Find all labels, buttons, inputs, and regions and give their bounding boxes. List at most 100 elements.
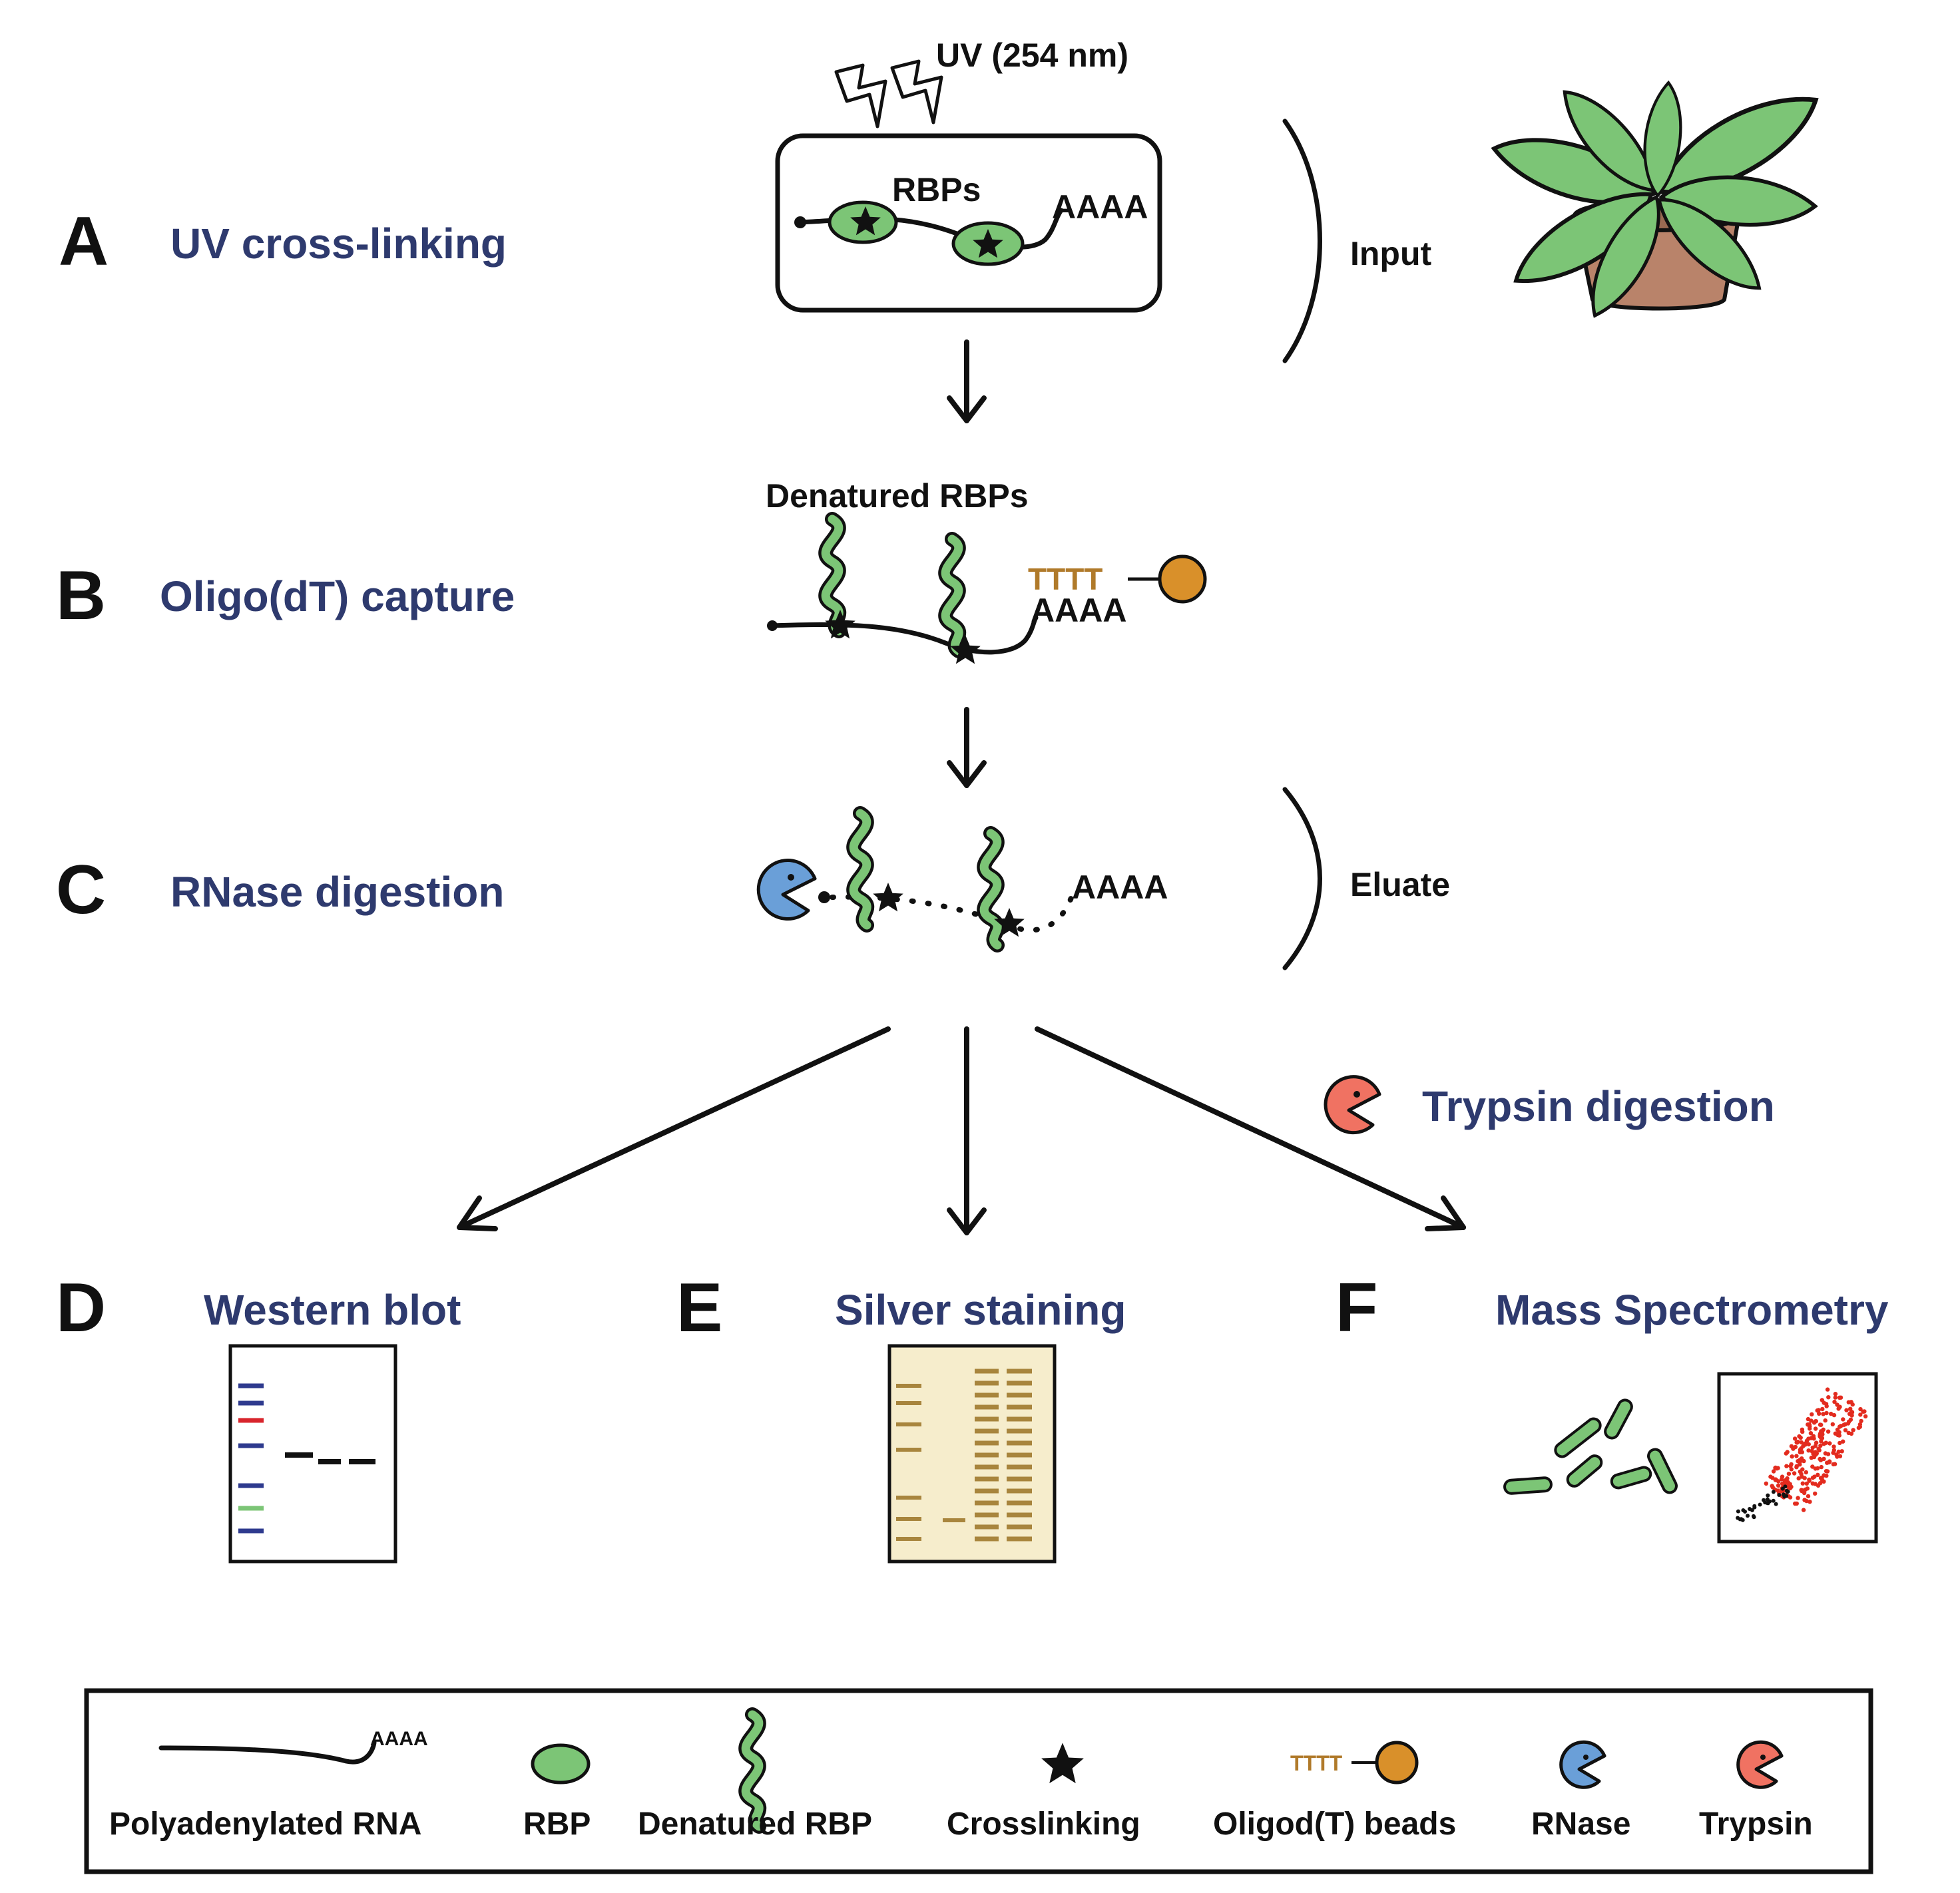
legend-rnase-eye [1583,1755,1589,1760]
flow-arrow [457,1026,891,1231]
ms-point-red [1848,1406,1853,1411]
legend-rnase-icon [1559,1740,1606,1789]
ms-point-red [1841,1422,1846,1427]
ms-point-red [1819,1422,1824,1427]
ms-point-red [1851,1428,1855,1432]
ms-point-black [1752,1504,1757,1508]
ms-point-red [1818,1458,1824,1462]
ms-point-red [1833,1392,1838,1396]
ms-point-red [1810,1412,1814,1417]
polya-tail-label: AAAA [1072,869,1168,906]
ms-point-red [1808,1500,1812,1504]
legend-label-trypsin: Trypsin [1699,1806,1813,1842]
ms-point-red [1795,1440,1800,1445]
ms-point-red [1770,1485,1775,1490]
ms-point-red [1816,1446,1821,1451]
ms-point-red [1794,1501,1799,1506]
ms-point-red [1836,1449,1841,1454]
cell-box [775,133,1162,313]
polyadenylated-rna-strand [770,615,1039,655]
ms-point-red [1805,1486,1810,1491]
ms-point-red [1822,1400,1826,1405]
ms-point-red [1813,1466,1818,1471]
ms-point-red [1816,1483,1821,1488]
ms-point-red [1827,1459,1832,1464]
flow-arrow [1035,1026,1466,1231]
ms-point-red [1786,1472,1792,1476]
ms-point-red [1850,1402,1855,1407]
denatured-rbps-label: Denatured RBPs [766,477,1029,515]
ms-point-red [1862,1409,1867,1414]
polya-tail-label: AAAA [1031,592,1126,629]
ms-point-red [1841,1417,1845,1422]
ms-point-black [1774,1502,1778,1506]
ms-point-red [1846,1400,1851,1404]
ms-point-black [1780,1486,1785,1491]
ms-point-red [1798,1469,1802,1474]
ms-point-red [1863,1414,1868,1419]
ms-point-red [1784,1478,1788,1482]
ms-point-red [1791,1446,1796,1451]
ms-point-red [1814,1419,1818,1424]
ms-point-red [1832,1448,1836,1452]
ms-point-red [1784,1464,1789,1468]
ms-point-red [1830,1422,1835,1426]
step-title-rnase-digestion: RNase digestion [170,868,504,916]
ms-point-black [1751,1514,1756,1518]
denatured-rbp-icon [984,833,997,945]
ms-point-red [1806,1416,1811,1422]
ms-point-red [1800,1429,1805,1434]
ms-point-red [1835,1454,1839,1459]
rnase-pacman-icon [756,859,817,921]
ms-point-red [1819,1464,1824,1470]
eluate-label: Eluate [1350,866,1450,903]
step-letter-e: E [676,1269,722,1347]
arabidopsis-plant-icon [1487,77,1831,324]
ms-point-red [1771,1469,1776,1474]
ms-point-red [1824,1410,1829,1416]
ms-point-red [1822,1479,1826,1484]
ms-point-red [1770,1476,1775,1480]
ms-point-red [1832,1399,1837,1404]
ms-point-red [1828,1441,1832,1446]
ms-point-red [1836,1406,1841,1411]
polya-tail-label: AAAA [1052,188,1148,226]
ms-point-red [1837,1430,1841,1435]
ms-point-red [1799,1446,1804,1451]
ms-point-red [1796,1459,1800,1464]
ms-point-red [1859,1418,1863,1424]
uv-lightning-icon [834,59,943,128]
ms-point-red [1841,1439,1845,1444]
ms-point-red [1858,1412,1863,1417]
ms-point-red [1806,1442,1811,1447]
ms-point-red [1802,1498,1807,1502]
ms-point-red [1833,1395,1838,1400]
ms-point-red [1856,1425,1861,1430]
ms-point-black [1765,1501,1770,1506]
ms-point-red [1832,1412,1837,1418]
step-title-uv-cross-linking: UV cross-linking [170,220,507,268]
ms-point-red [1813,1444,1818,1448]
legend-oligo-dt-bead-icon [1375,1741,1419,1785]
ms-point-red [1814,1452,1818,1457]
ms-scatter-plot [1717,1372,1878,1544]
ms-point-red [1764,1481,1768,1486]
peptide-fragments-icon [1503,1398,1678,1495]
ms-point-red [1824,1469,1829,1474]
eluate-bracket [1282,787,1322,970]
ms-point-red [1800,1474,1804,1479]
crosslink-star-icon [873,883,903,912]
ms-point-black [1746,1514,1750,1518]
ms-point-red [1814,1440,1819,1445]
ms-point-red [1798,1450,1802,1454]
ms-point-red [1838,1424,1842,1429]
ms-point-red [1773,1478,1778,1482]
ms-point-red [1773,1465,1778,1470]
ms-point-red [1810,1448,1814,1454]
legend-label-crosslinking: Crosslinking [947,1806,1140,1842]
ms-point-red [1823,1418,1828,1423]
uv-wavelength-label: UV (254 nm) [936,37,1128,74]
legend-tttt-label: TTTT [1290,1751,1343,1775]
ms-point-red [1800,1481,1805,1486]
